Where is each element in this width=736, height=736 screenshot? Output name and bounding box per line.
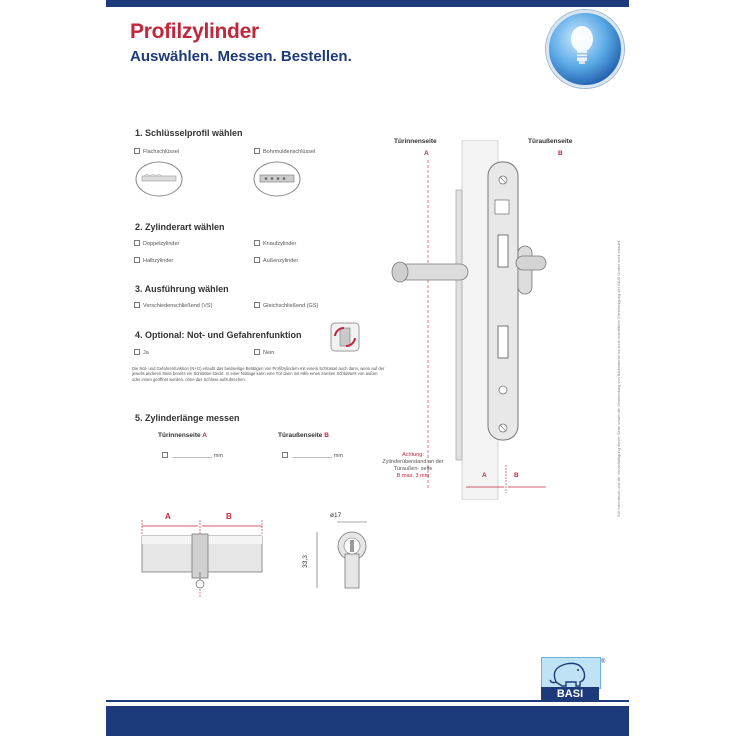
outer-letter: B [324, 432, 329, 439]
door-dim-a: A [482, 472, 487, 479]
length-outer-field[interactable]: _____________ mm [282, 452, 343, 459]
cyl-diameter: ø17 [330, 512, 342, 519]
door-inner-letter: A [424, 150, 429, 157]
cyl-height: 33,3 [301, 555, 309, 568]
option-knob-cylinder[interactable]: Knaufzylinder [254, 240, 296, 247]
door-lock-diagram [391, 140, 547, 500]
door-outer-letter: B [558, 150, 563, 157]
section-3-heading: 3. Ausführung wählen [135, 284, 229, 294]
note-value: B max. 3 mm [396, 473, 430, 479]
outer-side-text: Türaußenseite [278, 432, 323, 439]
outer-blank[interactable]: _____________ [292, 453, 333, 459]
outer-unit: mm [333, 453, 343, 459]
inner-unit: mm [213, 453, 223, 459]
inner-letter: A [202, 432, 207, 439]
option-double-cylinder[interactable]: Doppelzylinder [134, 240, 179, 247]
cyl-label-b: B [226, 512, 232, 521]
door-dim-b: B [514, 472, 519, 479]
datasheet-page: Profilzylinder Auswählen. Messen. Bestel… [106, 0, 629, 736]
door-inner-label: Türinnenseite [394, 138, 437, 145]
option-flat-key[interactable]: Flachschlüssel [134, 148, 179, 155]
flat-key-icon [135, 161, 183, 197]
option-no[interactable]: Nein [254, 349, 274, 356]
section-5-heading: 5. Zylinderlänge messen [135, 413, 240, 423]
dimension-lines [466, 465, 546, 493]
option-keyed-different[interactable]: Verschiedenschließend (VS) [134, 302, 212, 309]
bottom-bar [106, 706, 629, 736]
side-note-text: Ein Nachdruck und die Vervielfältigung d… [616, 240, 621, 517]
option-yes[interactable]: Ja [134, 349, 149, 356]
section-2-heading: 2. Zylinderart wählen [135, 222, 225, 232]
emergency-function-icon [330, 322, 360, 352]
cyl-label-a: A [165, 512, 171, 521]
basi-logo: BASI ® [541, 657, 605, 701]
length-inner-label: Türinnenseite A [158, 432, 207, 439]
option-outer-cylinder[interactable]: Außenzylinder [254, 257, 298, 264]
length-outer-label: Türaußenseite B [278, 432, 329, 439]
door-outer-label: Türaußenseite [528, 138, 573, 145]
copyright-side-note: Ein Nachdruck und die Vervielfältigung d… [616, 240, 624, 680]
dimple-key-icon [253, 161, 301, 197]
lightbulb-icon [546, 10, 624, 88]
inner-side-text: Türinnenseite [158, 432, 201, 439]
inner-blank[interactable]: _____________ [172, 453, 213, 459]
top-bar [106, 0, 629, 7]
registered-mark: ® [601, 659, 606, 665]
emergency-description: Die Not- und Gefahrenfunktion (N+G) erla… [132, 366, 385, 382]
note-text: Zylinderüberstand an der Türaußen- seite [382, 459, 444, 472]
basi-wordmark: BASI [541, 687, 599, 701]
bottom-line [106, 700, 629, 702]
elephant-logo-icon [541, 657, 601, 689]
section-4-heading: 4. Optional: Not- und Gefahrenfunktion [135, 330, 302, 340]
cylinder-drawing [141, 520, 367, 598]
note-title: Achtung: [402, 452, 424, 458]
overhang-note: Achtung: Zylinderüberstand an der Türauß… [374, 452, 452, 480]
page-title: Profilzylinder [130, 20, 259, 43]
length-inner-field[interactable]: _____________ mm [162, 452, 223, 459]
page-subtitle: Auswählen. Messen. Bestellen. [130, 48, 352, 65]
option-half-cylinder[interactable]: Halbzylinder [134, 257, 173, 264]
section-1-heading: 1. Schlüsselprofil wählen [135, 128, 243, 138]
option-dimple-key[interactable]: Bohrmuldenschlüssel [254, 148, 315, 155]
option-keyed-alike[interactable]: Gleichschließend (GS) [254, 302, 318, 309]
